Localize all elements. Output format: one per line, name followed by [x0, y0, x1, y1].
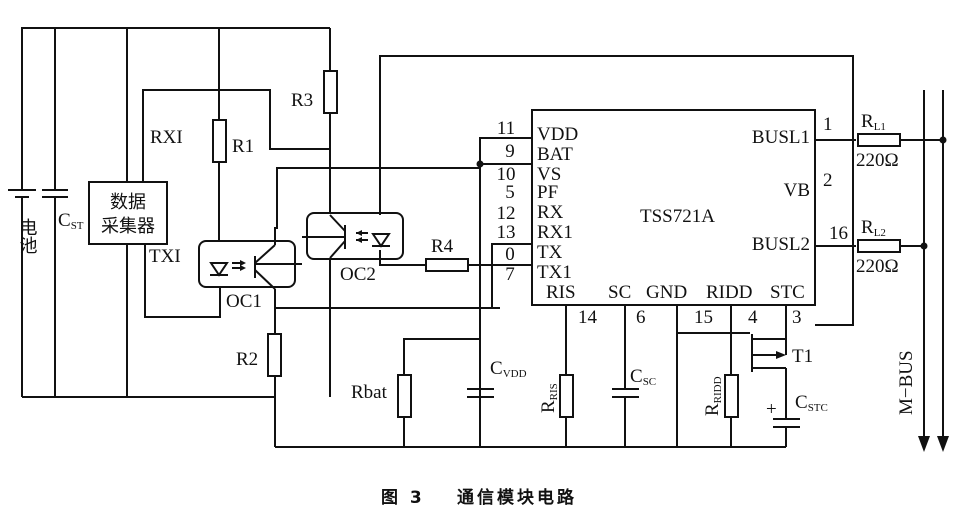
r4-resistor: R4	[425, 236, 532, 272]
oc2-label: OC2	[340, 264, 376, 285]
pin-num: 0	[505, 244, 515, 265]
cvdd-capacitor: CVDD	[467, 358, 527, 398]
t1-label: T1	[792, 346, 813, 367]
cstc-plus: +	[766, 399, 777, 420]
pin-num: 14	[578, 307, 598, 328]
rxi-wiring: RXI R1 R3	[142, 60, 338, 258]
pin-label: TX	[537, 242, 563, 263]
pin-num: 10	[497, 164, 516, 185]
pin-label: GND	[646, 282, 687, 303]
pin-label: BUSL1	[752, 127, 810, 148]
pin-label: VDD	[537, 124, 578, 145]
rbat-label: Rbat	[351, 382, 388, 403]
oc1-label: OC1	[226, 291, 262, 312]
cst-capacitor: CST	[42, 189, 84, 232]
pin-label: STC	[770, 282, 805, 303]
txi-label: TXI	[149, 246, 181, 267]
bus-resistors: RL1 220Ω RL2 220Ω	[815, 111, 947, 277]
pin-num: 12	[497, 203, 516, 224]
pin-num: 13	[497, 222, 516, 243]
pin-label: PF	[537, 182, 558, 203]
pin-label: RX	[537, 202, 564, 223]
cvdd-label: CVDD	[490, 358, 527, 380]
mbus-label: M−BUS	[896, 350, 917, 415]
pin-label: RIS	[546, 282, 576, 303]
chip-left-wiring	[476, 137, 532, 447]
rl2-label: RL2	[861, 217, 886, 239]
chip-name: TSS721A	[640, 206, 715, 227]
rris-resistor: RRIS	[538, 305, 574, 447]
r4-label: R4	[431, 236, 454, 257]
pin-num: 15	[694, 307, 713, 328]
bottom-pins: RIS SC GND RIDD STC 14 6 15 4 3	[546, 282, 805, 328]
oc1-optocoupler: OC1	[198, 167, 480, 334]
t1-transistor: T1	[751, 305, 813, 419]
figure-title: 通信模块电路	[457, 487, 577, 508]
tss721a-chip: TSS721A	[531, 109, 816, 306]
pin-label: SC	[608, 282, 631, 303]
ridd-label: RRIDD	[702, 376, 724, 416]
r1-label: R1	[232, 136, 254, 157]
mbus-arrow-2	[937, 436, 949, 452]
r2-label: R2	[236, 349, 258, 370]
txi-wiring: TXI	[144, 244, 221, 318]
r3-label: R3	[291, 90, 313, 111]
pin-num: 7	[505, 264, 515, 285]
pin-label: BUSL2	[752, 234, 810, 255]
pin-num: 2	[823, 170, 833, 191]
pin-label: VB	[784, 180, 810, 201]
cstc-label: CSTC	[795, 392, 828, 414]
rl1-label: RL1	[861, 111, 886, 133]
pin-label: BAT	[537, 144, 573, 165]
r2-resistor: R2	[236, 307, 500, 447]
pin-num: 5	[505, 182, 515, 203]
rxi-label: RXI	[150, 127, 183, 148]
mbus-lines: M−BUS	[896, 90, 949, 452]
cstc-capacitor: + CSTC	[766, 392, 828, 447]
pin-num: 11	[497, 118, 515, 139]
pin-num: 4	[748, 307, 758, 328]
pin-num: 1	[823, 114, 833, 135]
gnd-ridd-wiring: RRIDD	[676, 305, 750, 447]
rris-label: RRIS	[538, 383, 560, 413]
cst-label: CST	[58, 210, 84, 232]
collector-label-1: 数据	[110, 192, 146, 213]
right-pins: BUSL1 1 VB 2 BUSL2 16	[752, 114, 848, 255]
pin-num: 6	[636, 307, 646, 328]
data-collector: 数据 采集器	[88, 181, 168, 245]
pin-num: 16	[829, 223, 848, 244]
mbus-arrow-1	[918, 436, 930, 452]
rl2-value: 220Ω	[856, 256, 899, 277]
pin-label: TX1	[537, 262, 572, 283]
csc-label: CSC	[630, 366, 656, 388]
rbat-resistor: Rbat	[351, 338, 480, 447]
pin-label: RIDD	[706, 282, 752, 303]
left-power-wires	[21, 27, 331, 398]
left-pins: 11 VDD 9 BAT 10 VS 5 PF 12 RX 13 RX1 0 T…	[497, 118, 579, 285]
csc-capacitor: CSC	[612, 305, 656, 447]
collector-label-2: 采集器	[101, 216, 155, 237]
battery-label: 电池	[17, 218, 38, 254]
pin-label: VS	[537, 164, 561, 185]
figure-number: 图 3	[381, 488, 425, 508]
pin-label: RX1	[537, 222, 573, 243]
pin-num: 3	[792, 307, 802, 328]
pin-num: 9	[505, 141, 515, 162]
battery-symbol: 电池	[8, 189, 38, 254]
oc2-optocoupler: OC2	[302, 55, 854, 397]
rl1-value: 220Ω	[856, 150, 899, 171]
